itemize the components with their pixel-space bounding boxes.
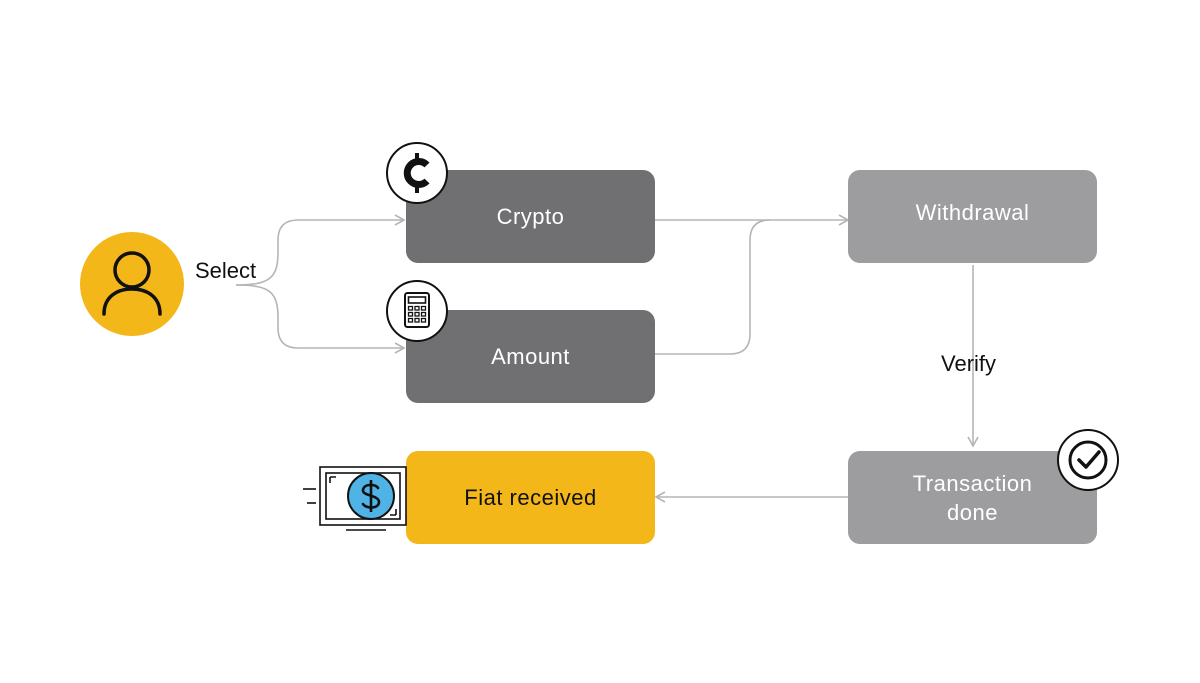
crypto-node-label: Crypto [496, 204, 565, 229]
dollar-bill-icon [303, 466, 407, 531]
calculator-badge [386, 280, 448, 342]
verify-label: Verify [941, 351, 997, 376]
fiat-received-node: Fiat received [406, 451, 655, 544]
withdrawal-node: Withdrawal [848, 170, 1097, 263]
connector-amount-to-withdrawal [655, 219, 771, 355]
fiat-received-label: Fiat received [464, 485, 597, 510]
crypto-badge [386, 142, 448, 204]
amount-node-label: Amount [491, 344, 570, 369]
amount-node: Amount [406, 310, 655, 403]
connector-user-to-crypto [235, 214, 406, 286]
select-label: Select [195, 258, 257, 283]
check-circle-icon [1068, 440, 1108, 480]
transaction-done-label: Transaction done [912, 470, 1033, 525]
crypto-node: Crypto [406, 170, 655, 263]
check-badge [1057, 429, 1119, 491]
user-avatar [80, 232, 184, 336]
calculator-icon [404, 292, 430, 328]
user-icon [102, 251, 162, 316]
withdrawal-node-label: Withdrawal [915, 200, 1030, 225]
transaction-done-node: Transaction done [848, 451, 1097, 544]
connector-user-to-amount [235, 284, 406, 354]
crypto-coin-icon [403, 153, 430, 193]
